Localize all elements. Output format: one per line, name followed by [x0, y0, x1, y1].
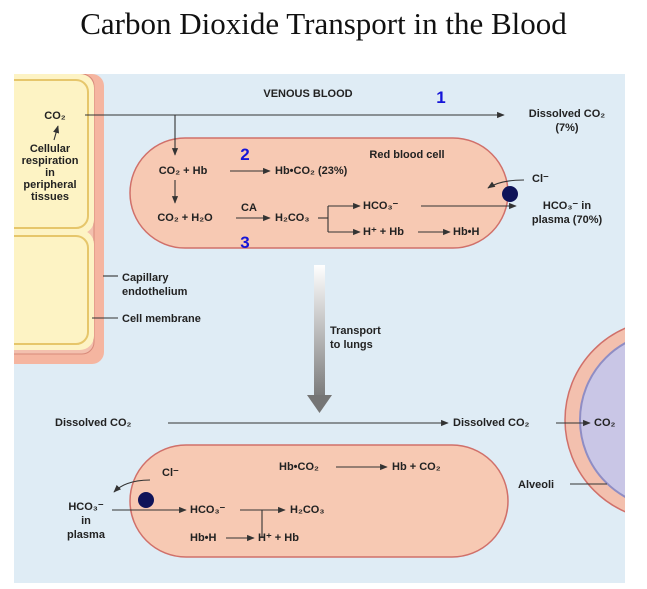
transport-label-line1: Transport [330, 325, 381, 337]
bottom-hbh-label: Hb•H [190, 532, 217, 544]
tissue-cells [14, 74, 104, 364]
svg-text:peripheral: peripheral [23, 179, 76, 191]
venous-blood-label: VENOUS BLOOD [263, 88, 352, 100]
hco3-label: HCO₃⁻ [363, 200, 399, 212]
cellular-respiration-label: Cellular respiration in peripheral tissu… [22, 143, 79, 203]
hco3-plasma-percent: plasma (70%) [532, 214, 603, 226]
tissue-co2-label: CO₂ [44, 110, 66, 122]
svg-text:respiration: respiration [22, 155, 79, 167]
bottom-in-label: in [81, 515, 91, 527]
chloride-shift-channel-bottom [138, 492, 154, 508]
svg-text:Cellular: Cellular [30, 143, 71, 155]
bottom-h-plus-hb-label: H⁺ + Hb [258, 532, 299, 544]
transport-arrow [307, 265, 332, 413]
hb-plus-co2-label: Hb + CO₂ [392, 461, 441, 473]
dissolved-co2-label: Dissolved CO₂ [529, 108, 606, 120]
carbonic-anhydrase-label: CA [241, 202, 257, 214]
co2-plus-h2o-label: CO₂ + H₂O [157, 212, 213, 224]
step-2-number: 2 [240, 145, 249, 164]
svg-text:tissues: tissues [31, 191, 69, 203]
hbh-label: Hb•H [453, 226, 480, 238]
red-blood-cell-top [129, 137, 509, 249]
alveolar-co2-label: CO₂ [594, 417, 616, 429]
red-blood-cell-bottom [129, 444, 509, 558]
transport-label-line2: to lungs [330, 339, 373, 351]
step-1-number: 1 [436, 88, 445, 107]
capillary-label-line1: Capillary [122, 272, 169, 284]
capillary-label-line2: endothelium [122, 286, 188, 298]
bottom-hco3-in-cell-label: HCO₃⁻ [190, 504, 226, 516]
alveoli-label: Alveoli [518, 479, 554, 491]
h2co3-label: H₂CO₃ [275, 212, 309, 224]
cell-membrane-label: Cell membrane [122, 313, 201, 325]
bottom-plasma-label: plasma [67, 529, 106, 541]
chloride-label-top: Cl⁻ [532, 173, 549, 185]
hco3-in-plasma-label: HCO₃⁻ in [543, 200, 591, 212]
alveolus [564, 327, 625, 513]
bottom-h2co3-label: H₂CO₃ [290, 504, 324, 516]
chloride-outflow-arrow [113, 479, 151, 493]
dissolved-co2-left-label: Dissolved CO₂ [55, 417, 132, 429]
chloride-inflow-arrow [487, 179, 525, 189]
h-plus-hb-label: H⁺ + Hb [363, 226, 404, 238]
chloride-shift-channel-top [502, 186, 518, 202]
co2-plus-hb-label: CO₂ + Hb [159, 165, 208, 177]
dissolved-co2-percent: (7%) [555, 122, 579, 134]
bottom-hco3-label: HCO₃⁻ [68, 501, 104, 513]
respiration-arrow [53, 125, 60, 141]
chloride-label-bottom: Cl⁻ [162, 467, 179, 479]
red-blood-cell-label: Red blood cell [369, 149, 444, 161]
step-3-number: 3 [240, 233, 249, 252]
svg-text:in: in [45, 167, 55, 179]
bottom-hb-co2-label: Hb•CO₂ [279, 461, 319, 473]
dissolved-co2-right-label: Dissolved CO₂ [453, 417, 530, 429]
hb-co2-label: Hb•CO₂ (23%) [275, 165, 348, 177]
diagram-title: Carbon Dioxide Transport in the Blood [80, 6, 567, 41]
